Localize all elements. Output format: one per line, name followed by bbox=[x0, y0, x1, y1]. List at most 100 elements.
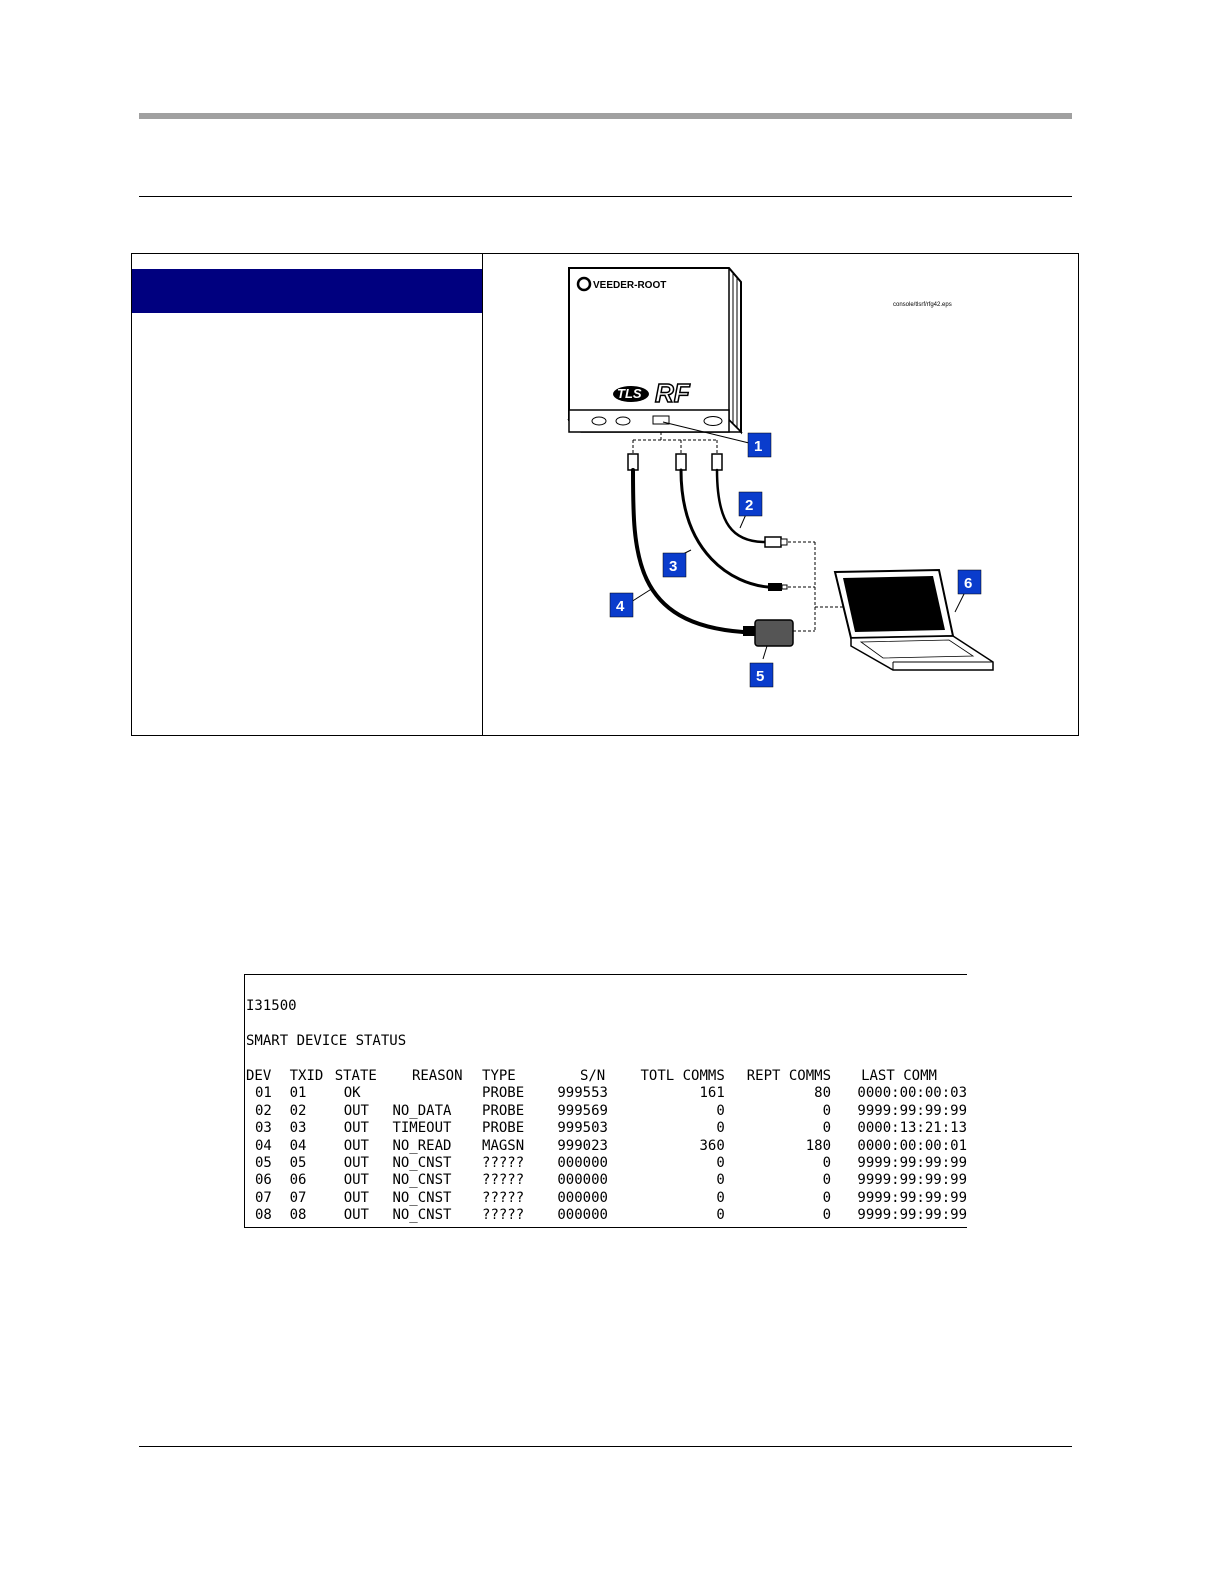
printout-top-rule bbox=[245, 974, 967, 975]
col-header-type: TYPE bbox=[482, 1068, 516, 1084]
laptop-icon bbox=[833, 568, 994, 671]
cell-state: OUT bbox=[343, 1120, 369, 1137]
svg-text:TLS: TLS bbox=[617, 386, 642, 401]
cell-txid: 06 bbox=[289, 1172, 307, 1189]
cell-txid: 05 bbox=[289, 1155, 307, 1172]
cell-rept-comms: 0 bbox=[822, 1172, 832, 1189]
svg-text:5: 5 bbox=[756, 668, 764, 685]
cell-totl-comms: 0 bbox=[716, 1189, 725, 1206]
cell-type: ????? bbox=[482, 1189, 525, 1206]
cell-last-comm: 9999:99:99:99 bbox=[857, 1172, 967, 1189]
cell-sn: 000000 bbox=[557, 1172, 608, 1189]
cell-type: ????? bbox=[482, 1207, 525, 1224]
cell-totl-comms: 0 bbox=[716, 1120, 725, 1137]
connection-diagram: VEEDER-ROOT TLS RF console/tlsrf/rfg42.e… bbox=[567, 267, 994, 688]
cell-reason: NO_CNST bbox=[392, 1155, 452, 1172]
callout-4: 4 bbox=[609, 592, 634, 618]
cell-state: OUT bbox=[343, 1155, 369, 1172]
cell-totl-comms: 161 bbox=[699, 1085, 725, 1102]
cell-rept-comms: 80 bbox=[814, 1085, 832, 1102]
cell-txid: 01 bbox=[289, 1085, 307, 1102]
cell-last-comm: 0000:00:00:01 bbox=[857, 1137, 967, 1154]
printout-title: SMART DEVICE STATUS bbox=[246, 1033, 407, 1049]
cell-state: OUT bbox=[343, 1189, 369, 1206]
cell-type: PROBE bbox=[482, 1085, 525, 1102]
callout-2: 2 bbox=[738, 491, 763, 517]
cell-dev: 05 bbox=[255, 1155, 272, 1172]
cell-reason: NO_DATA bbox=[392, 1102, 452, 1119]
cell-dev: 03 bbox=[255, 1120, 272, 1137]
footer-rule bbox=[139, 1446, 1072, 1447]
cell-dev: 01 bbox=[255, 1085, 272, 1102]
cell-txid: 07 bbox=[289, 1189, 307, 1206]
cell-dev: 07 bbox=[255, 1189, 272, 1206]
cell-type: ????? bbox=[482, 1155, 525, 1172]
cell-last-comm: 0000:13:21:13 bbox=[857, 1120, 967, 1137]
svg-text:4: 4 bbox=[616, 598, 625, 615]
cell-rept-comms: 0 bbox=[822, 1155, 832, 1172]
figure-legend-panel bbox=[132, 254, 483, 735]
cell-reason bbox=[392, 1085, 482, 1102]
cell-rept-comms: 0 bbox=[822, 1120, 832, 1137]
cell-state: OK bbox=[343, 1085, 361, 1102]
rf-logo-text: RF bbox=[655, 378, 691, 408]
printout-bottom-rule bbox=[245, 1227, 967, 1228]
cell-last-comm: 0000:00:00:03 bbox=[857, 1085, 967, 1102]
cell-sn: 000000 bbox=[557, 1155, 608, 1172]
cell-sn: 999553 bbox=[557, 1085, 608, 1102]
table-header-row: DEV TXID STATE REASON TYPE S/N TOTL COMM… bbox=[246, 1068, 967, 1085]
header-rule-thin bbox=[139, 196, 1072, 197]
cell-sn: 999569 bbox=[557, 1102, 608, 1119]
figure-illustration-panel: VEEDER-ROOT TLS RF console/tlsrf/rfg42.e… bbox=[483, 254, 1078, 735]
callout-5: 5 bbox=[749, 662, 774, 688]
cell-type: PROBE bbox=[482, 1120, 525, 1137]
cell-state: OUT bbox=[343, 1102, 369, 1119]
cell-state: OUT bbox=[343, 1172, 369, 1189]
cell-txid: 02 bbox=[289, 1102, 307, 1119]
cell-dev: 02 bbox=[255, 1102, 272, 1119]
printout-id-line: I31500 bbox=[246, 998, 297, 1014]
cell-rept-comms: 0 bbox=[822, 1102, 832, 1119]
cell-state: OUT bbox=[343, 1207, 369, 1224]
cell-last-comm: 9999:99:99:99 bbox=[857, 1207, 967, 1224]
cell-dev: 04 bbox=[255, 1137, 272, 1154]
col-header-reason: REASON bbox=[411, 1068, 463, 1084]
svg-text:3: 3 bbox=[669, 558, 677, 575]
cell-type: ????? bbox=[482, 1172, 525, 1189]
cell-txid: 04 bbox=[289, 1137, 307, 1154]
col-header-dev: DEV bbox=[246, 1068, 272, 1084]
cell-last-comm: 9999:99:99:99 bbox=[857, 1102, 967, 1119]
callout-1: 1 bbox=[747, 432, 772, 458]
svg-text:6: 6 bbox=[964, 575, 972, 592]
callout-6: 6 bbox=[957, 569, 982, 595]
cell-rept-comms: 180 bbox=[805, 1137, 832, 1154]
cell-dev: 06 bbox=[255, 1172, 272, 1189]
cell-state: OUT bbox=[343, 1137, 369, 1154]
cell-sn: 000000 bbox=[557, 1207, 608, 1224]
cell-reason: NO_READ bbox=[392, 1137, 452, 1154]
col-header-last-comm: LAST COMM bbox=[861, 1068, 937, 1084]
cell-totl-comms: 0 bbox=[716, 1207, 725, 1224]
cell-rept-comms: 0 bbox=[822, 1189, 832, 1206]
cell-last-comm: 9999:99:99:99 bbox=[857, 1189, 967, 1206]
cell-totl-comms: 0 bbox=[716, 1172, 725, 1189]
cell-reason: NO_CNST bbox=[392, 1207, 452, 1224]
cell-reason: NO_CNST bbox=[392, 1189, 452, 1206]
table-row: 01 01 OK PROBE 999553 161 80 0000:00:00:03 bbox=[246, 1085, 967, 1102]
cell-txid: 08 bbox=[289, 1207, 307, 1224]
col-header-txid: TXID bbox=[289, 1068, 324, 1084]
svg-text:1: 1 bbox=[754, 438, 762, 455]
file-label: console/tlsrf/rfg42.eps bbox=[893, 302, 952, 308]
svg-text:2: 2 bbox=[745, 497, 753, 514]
cell-rept-comms: 0 bbox=[822, 1207, 832, 1224]
cell-totl-comms: 0 bbox=[716, 1102, 725, 1119]
col-header-sn: S/N bbox=[579, 1068, 606, 1084]
